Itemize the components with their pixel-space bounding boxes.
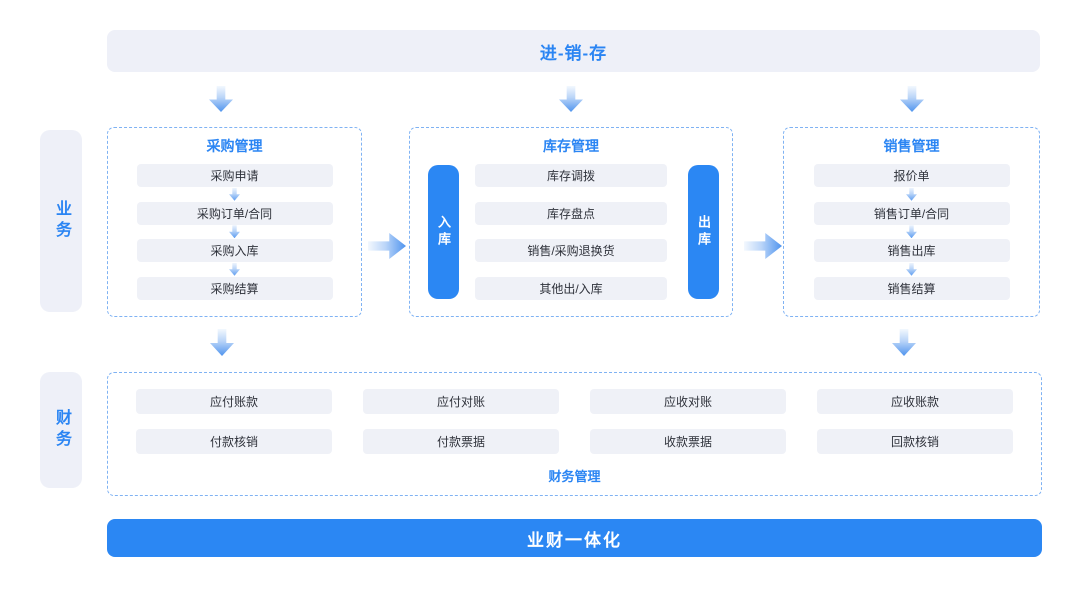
sales-flow: 报价单 销售订单/合同 销售出库 销售结算	[784, 164, 1039, 300]
finance-management-box: 应付账款 应付对账 应收对账 应收账款 付款核销 付款票据 收款票据 回款核销 …	[107, 372, 1042, 496]
finance-title: 财务管理	[548, 469, 601, 484]
flow-item-stock-transfer: 库存调拨	[475, 164, 667, 187]
finance-item-receipt-notes: 收款票据	[590, 429, 786, 454]
inbound-pill: 入库	[428, 165, 459, 299]
flow-item-purchase-order: 采购订单/合同	[136, 201, 333, 225]
finance-row-1: 应付账款 应付对账 应收对账 应收账款	[136, 389, 1013, 414]
outbound-pill: 出库	[688, 165, 719, 299]
flow-item-other-in-out: 其他出/入库	[475, 276, 667, 300]
arrow-down-icon	[559, 86, 583, 112]
inventory-title: 库存管理	[543, 138, 599, 154]
arrow-down-icon	[210, 329, 234, 356]
top-banner-title: 进-销-存	[539, 43, 608, 63]
sales-title: 销售管理	[883, 138, 940, 154]
arrow-down-small-icon	[906, 187, 917, 201]
flow-item-purchase-request: 采购申请	[136, 164, 333, 187]
finance-side-label: 财务	[40, 372, 82, 488]
arrow-down-small-icon	[906, 225, 917, 239]
bottom-bar: 业财一体化	[107, 519, 1042, 557]
flow-item-sales-order: 销售订单/合同	[813, 201, 1010, 225]
flow-item-quotation: 报价单	[813, 164, 1010, 187]
arrow-down-icon	[209, 86, 233, 112]
bottom-bar-title: 业财一体化	[527, 530, 622, 550]
finance-item-accounts-payable: 应付账款	[136, 389, 332, 414]
flow-item-purchase-inbound: 采购入库	[136, 239, 333, 262]
finance-item-payable-reconciliation: 应付对账	[363, 389, 559, 414]
inventory-management-box: 库存管理 入库 出库 库存调拨 库存盘点 销售/采购退换货 其他出/入库	[409, 127, 733, 317]
flow-item-stock-count: 库存盘点	[475, 201, 667, 225]
purchase-management-box: 采购管理 采购申请 采购订单/合同 采购入库 采购结算	[107, 127, 362, 317]
arrow-down-small-icon	[229, 225, 240, 239]
flow-item-purchase-settlement: 采购结算	[136, 276, 333, 300]
flow-item-sales-outbound: 销售出库	[813, 239, 1010, 262]
arrow-down-icon	[900, 86, 924, 112]
arrow-right-icon	[744, 233, 782, 259]
finance-row-2: 付款核销 付款票据 收款票据 回款核销	[136, 429, 1013, 454]
purchase-flow: 采购申请 采购订单/合同 采购入库 采购结算	[108, 164, 361, 300]
flow-item-returns: 销售/采购退换货	[475, 239, 667, 262]
sales-management-box: 销售管理 报价单 销售订单/合同 销售出库 销售结算	[783, 127, 1040, 317]
business-side-label: 业务	[40, 130, 82, 312]
finance-item-receivable-reconciliation: 应收对账	[590, 389, 786, 414]
finance-item-collection-writeoff: 回款核销	[817, 429, 1013, 454]
arrow-down-small-icon	[229, 187, 240, 201]
arrow-down-icon	[892, 329, 916, 356]
arrow-down-small-icon	[906, 262, 917, 276]
finance-item-payment-notes: 付款票据	[363, 429, 559, 454]
finance-item-payment-writeoff: 付款核销	[136, 429, 332, 454]
inventory-flow: 库存调拨 库存盘点 销售/采购退换货 其他出/入库	[410, 164, 732, 300]
purchase-title: 采购管理	[206, 138, 263, 154]
finance-item-accounts-receivable: 应收账款	[817, 389, 1013, 414]
flow-item-sales-settlement: 销售结算	[813, 276, 1010, 300]
arrow-right-icon	[368, 233, 406, 259]
top-banner: 进-销-存	[107, 30, 1040, 72]
arrow-down-small-icon	[229, 262, 240, 276]
